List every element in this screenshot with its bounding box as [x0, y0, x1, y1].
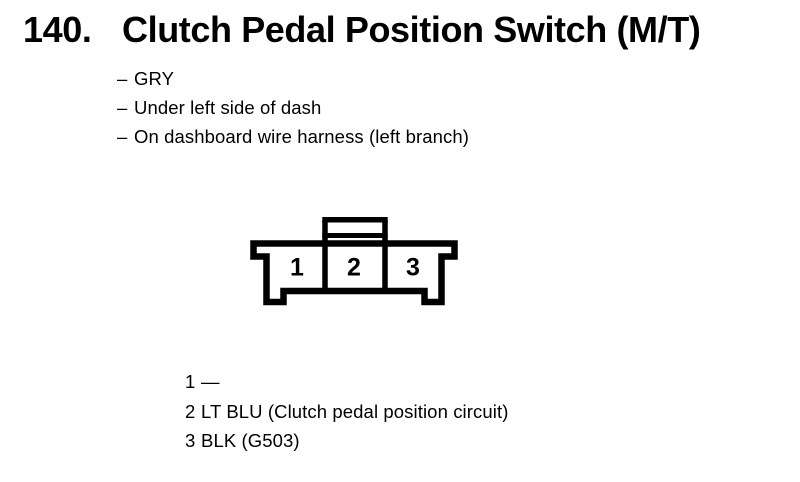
connector-svg: 1 2 3	[250, 217, 458, 306]
note-color: – GRY	[117, 64, 469, 93]
pin-number-3: 3	[406, 254, 420, 282]
note-text: GRY	[134, 68, 175, 89]
item-number: 140.	[23, 9, 92, 50]
legend-pin-desc: BLK (G503)	[201, 430, 300, 451]
note-text: On dashboard wire harness (left branch)	[134, 126, 470, 147]
item-title: Clutch Pedal Position Switch (M/T)	[122, 9, 701, 50]
dash-bullet: –	[117, 97, 128, 118]
page-title: 140. Clutch Pedal Position Switch (M/T)	[23, 9, 701, 50]
legend-pin-number: 3	[185, 430, 196, 451]
legend-pin-number: 2	[185, 400, 196, 422]
legend-pin-desc: —	[201, 371, 220, 392]
note-text: Under left side of dash	[134, 97, 322, 118]
note-location: – Under left side of dash	[117, 93, 469, 122]
note-harness: – On dashboard wire harness (left branch…	[117, 122, 469, 151]
legend-row-2: 2 LT BLU (Clutch pedal position circuit)	[185, 397, 508, 427]
pin-number-2: 2	[347, 254, 361, 282]
legend-pin-number: 1	[185, 371, 196, 392]
legend-pin-desc: LT BLU (Clutch pedal position circuit)	[201, 400, 509, 422]
connector-notes: – GRY – Under left side of dash – On das…	[117, 64, 469, 151]
pin-legend: 1 — 2 LT BLU (Clutch pedal position circ…	[185, 367, 508, 456]
connector-diagram: 1 2 3	[240, 210, 470, 315]
legend-row-1: 1 —	[185, 367, 508, 397]
pin-number-1: 1	[290, 254, 304, 282]
connector-outline	[250, 240, 458, 306]
legend-row-3: 3 BLK (G503)	[185, 426, 508, 456]
dash-bullet: –	[117, 68, 128, 89]
dash-bullet: –	[117, 126, 128, 147]
